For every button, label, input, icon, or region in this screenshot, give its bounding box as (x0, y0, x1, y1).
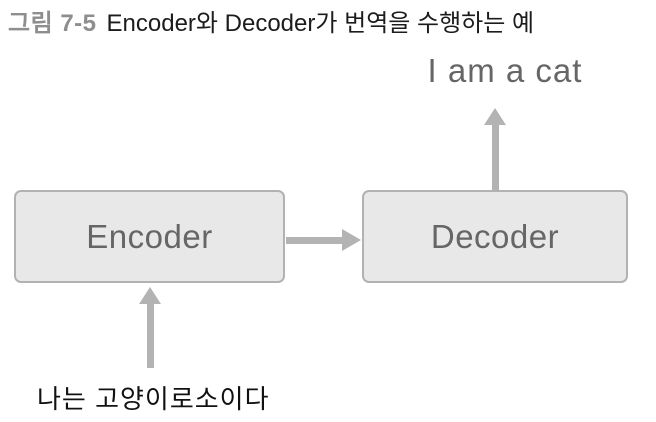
decoder-output-sentence: I am a cat (427, 52, 583, 89)
encoder-to-decoder-arrow-shaft (286, 237, 344, 244)
encoder-box: Encoder (14, 190, 285, 283)
figure-title: Encoder와 Decoder가 번역을 수행하는 예 (106, 10, 535, 37)
encoder-input-arrow-shaft (147, 302, 154, 368)
decoder-label: Decoder (430, 217, 560, 255)
encoder-input-sentence: 나는 고양이로소이다 (37, 384, 270, 414)
decoder-box: Decoder (362, 190, 628, 283)
arrow-up-icon (139, 287, 161, 304)
decoder-output-arrow-shaft (492, 123, 499, 190)
encoder-label: Encoder (86, 217, 213, 255)
figure-caption: 그림 7-5 Encoder와 Decoder가 번역을 수행하는 예 (8, 9, 534, 39)
arrow-right-icon (342, 229, 361, 251)
arrow-up-icon (484, 108, 506, 125)
figure-number-label: 그림 7-5 (8, 10, 97, 37)
